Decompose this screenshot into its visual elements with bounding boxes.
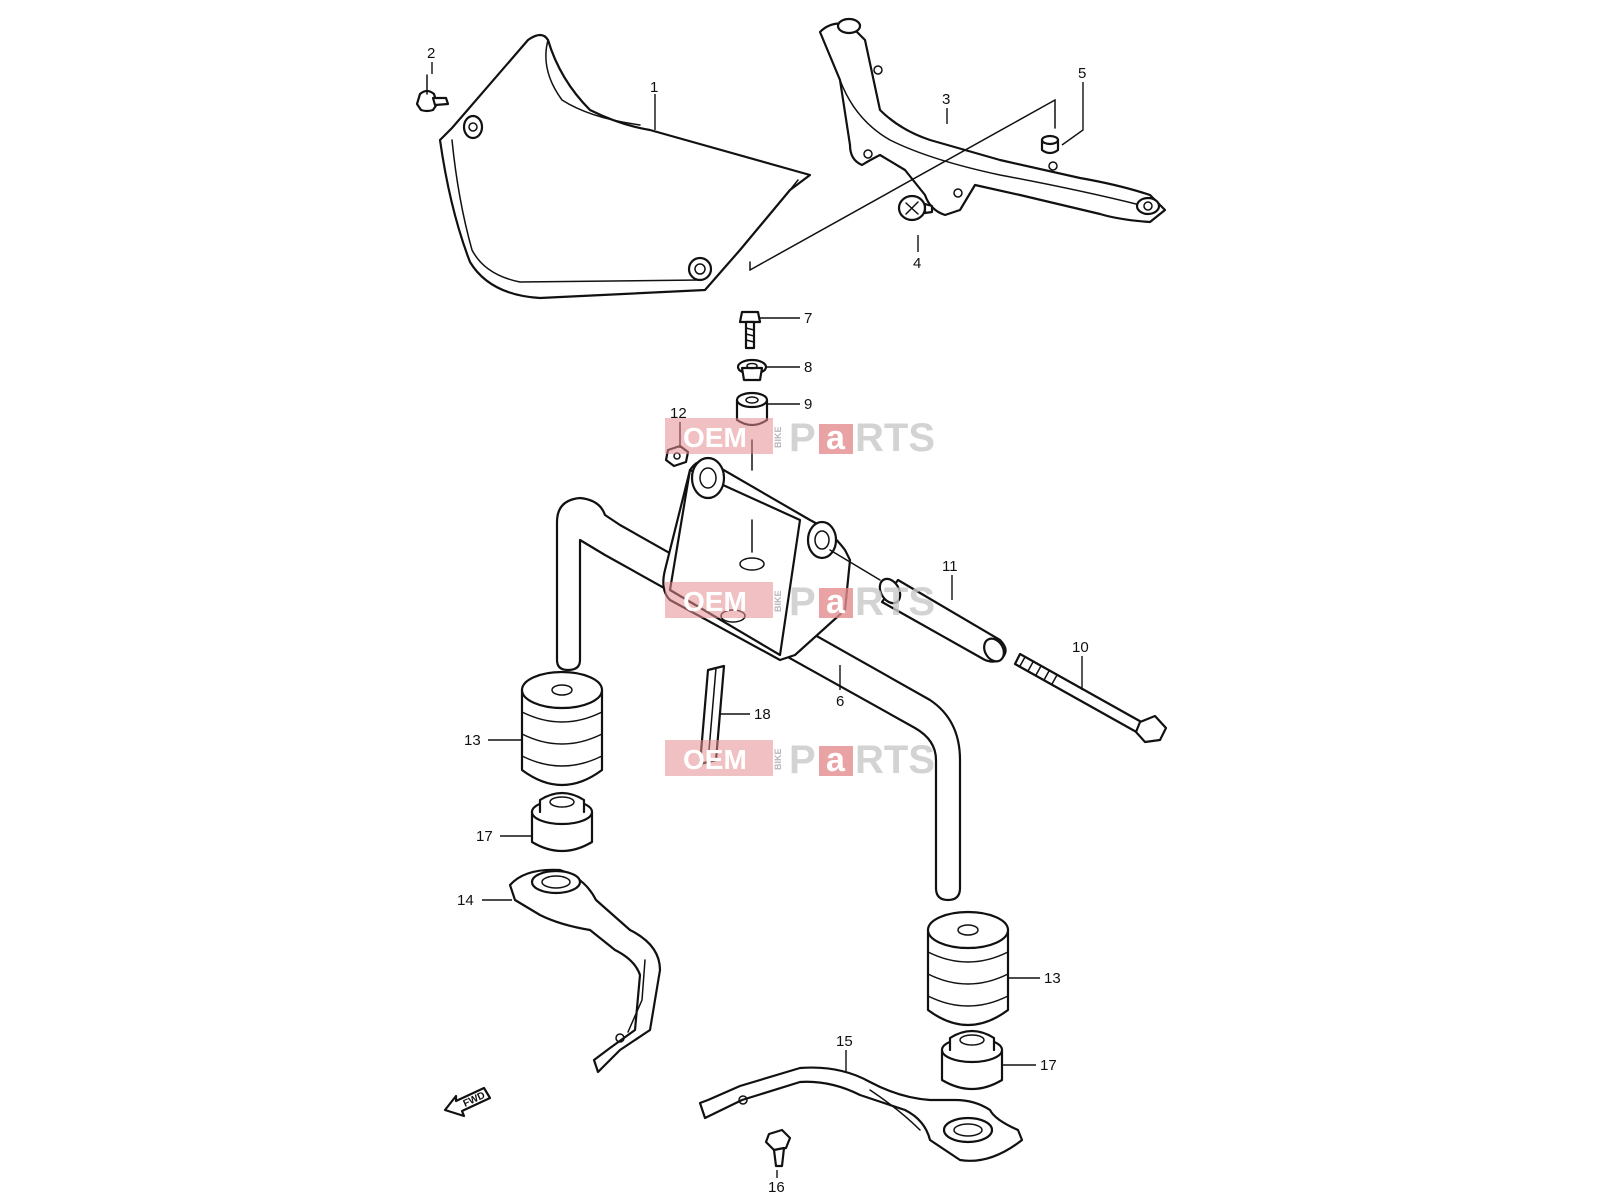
callout-15: 15 <box>836 1033 853 1050</box>
callout-14: 14 <box>457 892 474 909</box>
part-1-side-cover <box>438 33 812 300</box>
watermark-oem: OEM <box>683 422 747 453</box>
part-4-screw <box>897 194 934 222</box>
watermark-p: P <box>789 738 816 782</box>
callout-17-right: 17 <box>1040 1057 1057 1074</box>
callout-17-left: 17 <box>476 828 493 845</box>
part-13-damper-left <box>520 670 604 787</box>
watermark-bike: BIKE <box>773 590 783 612</box>
part-13-damper-right <box>926 910 1010 1027</box>
callout-3: 3 <box>942 91 950 108</box>
part-10-long-bolt <box>1013 652 1168 744</box>
callout-16: 16 <box>768 1179 785 1196</box>
watermark-p: P <box>789 580 816 624</box>
watermark-3: OEM BIKE P a RTS <box>665 738 935 782</box>
callout-8: 8 <box>804 359 812 376</box>
callout-9: 9 <box>804 396 812 413</box>
watermark-oem: OEM <box>683 744 747 775</box>
part-5-cap <box>1040 134 1060 155</box>
watermark-2: OEM BIKE P a RTS <box>665 580 935 624</box>
watermark-p: P <box>789 416 816 460</box>
watermark-a: a <box>826 741 846 779</box>
part-8-collar <box>736 358 768 382</box>
watermark-oem: OEM <box>683 586 747 617</box>
callout-7: 7 <box>804 310 812 327</box>
callout-1: 1 <box>650 79 658 96</box>
part-15-bracket-right <box>698 1066 1024 1162</box>
callout-12: 12 <box>670 405 687 422</box>
callout-6: 6 <box>836 693 844 710</box>
part-6-bar <box>555 496 962 902</box>
part-6-mount-block <box>662 439 852 662</box>
part-16-bolt <box>764 1128 792 1168</box>
part-2-push-rivet <box>415 74 450 113</box>
watermark-1: OEM BIKE P a RTS <box>665 416 935 460</box>
watermark-rts: RTS <box>855 416 935 460</box>
callout-11: 11 <box>942 558 958 575</box>
watermark-bike: BIKE <box>773 748 783 770</box>
part-17-bushing-left <box>530 791 594 852</box>
callout-13-right: 13 <box>1044 970 1061 987</box>
callout-10: 10 <box>1072 639 1089 656</box>
callout-labels: 1 2 3 4 5 6 7 8 9 10 11 12 13 13 14 15 1… <box>427 45 1089 1196</box>
callout-4: 4 <box>913 255 921 272</box>
part-7-bolt <box>738 310 762 350</box>
fwd-label: FWD <box>462 1090 487 1110</box>
part-3-frame-bracket <box>749 17 1167 271</box>
callout-13-left: 13 <box>464 732 481 749</box>
callout-leaders <box>431 62 1084 1178</box>
fwd-arrow-icon: FWD <box>443 1086 492 1118</box>
part-14-bracket-left <box>508 868 662 1074</box>
callout-5: 5 <box>1078 65 1086 82</box>
part-11-sleeve <box>829 549 1007 663</box>
watermark-rts: RTS <box>855 738 935 782</box>
watermark-bike: BIKE <box>773 426 783 448</box>
watermark-rts: RTS <box>855 580 935 624</box>
watermark-a: a <box>826 583 846 621</box>
callout-18: 18 <box>754 706 771 723</box>
part-17-bushing-right <box>940 1029 1004 1090</box>
callout-2: 2 <box>427 45 435 62</box>
watermark-a: a <box>826 419 846 457</box>
